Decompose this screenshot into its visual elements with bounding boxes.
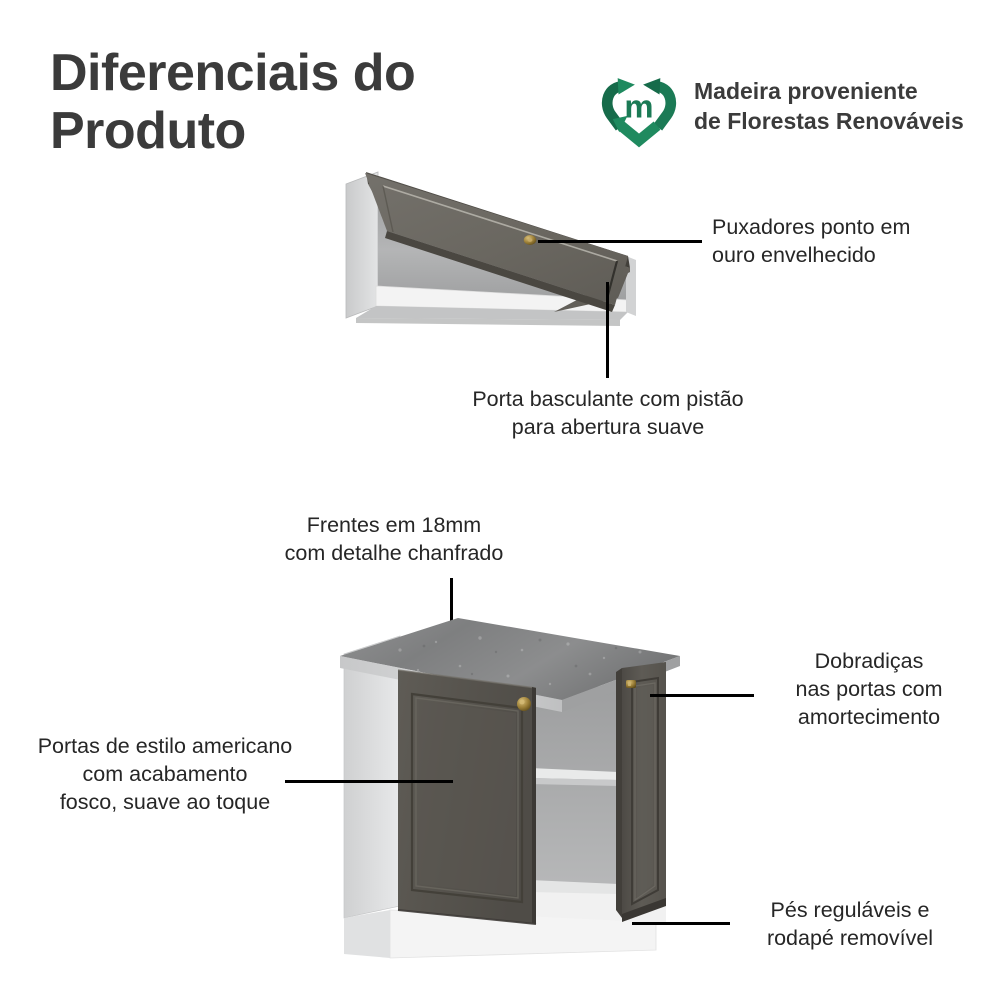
page-title-line-2: Produto xyxy=(50,102,246,161)
callout-hinges-line-1: Dobradiças xyxy=(814,649,924,673)
callout-hinges: Dobradiças nas portas com amortecimento xyxy=(756,648,982,732)
wall-cabinet-illustration xyxy=(340,160,700,340)
page-title: Diferenciais do Produto xyxy=(50,44,510,160)
callout-fronts-line-1: Frentes em 18mm xyxy=(306,513,482,537)
eco-certification-badge: m Madeira proveniente de Florestas Renov… xyxy=(598,58,988,154)
callout-feet-line-2: rodapé removível xyxy=(766,925,934,950)
callout-lift-door-line-1: Porta basculante com pistão xyxy=(472,387,744,411)
callout-handles-line-2: ouro envelhecido xyxy=(712,242,876,267)
leader-line-hinges xyxy=(650,694,754,697)
callout-feet: Pés reguláveis e rodapé removível xyxy=(728,897,972,953)
callout-lift-door: Porta basculante com pistão para abertur… xyxy=(430,386,786,442)
callout-feet-line-1: Pés reguláveis e xyxy=(770,898,930,922)
leader-line-lift-door xyxy=(606,282,609,378)
callout-fronts-line-2: com detalhe chanfrado xyxy=(284,540,504,565)
callout-doors-style-line-2: com acabamento xyxy=(82,761,248,786)
callout-hinges-line-3: amortecimento xyxy=(797,704,941,729)
callout-lift-door-line-2: para abertura suave xyxy=(511,414,705,439)
callout-doors-style-line-1: Portas de estilo americano xyxy=(37,734,293,758)
callout-fronts: Frentes em 18mm com detalhe chanfrado xyxy=(258,512,530,568)
eco-badge-text: Madeira proveniente de Florestas Renováv… xyxy=(694,76,964,137)
eco-badge-line-2: de Florestas Renováveis xyxy=(694,108,964,134)
callout-doors-style-line-3: fosco, suave ao toque xyxy=(59,789,271,814)
page-title-line-1: Diferenciais do xyxy=(50,44,416,102)
recycle-heart-icon: m xyxy=(598,65,680,148)
callout-doors-style: Portas de estilo americano com acabament… xyxy=(22,733,308,817)
leader-line-feet xyxy=(632,922,730,925)
leader-line-doors-style xyxy=(285,780,453,783)
cabinet-knob-icon-left xyxy=(517,697,531,711)
callout-hinges-line-2: nas portas com xyxy=(795,676,943,701)
callout-handles: Puxadores ponto em ouro envelhecido xyxy=(712,214,962,270)
leader-line-handles xyxy=(538,240,702,243)
eco-monogram: m xyxy=(624,87,653,124)
callout-handles-line-1: Puxadores ponto em xyxy=(712,215,911,239)
eco-badge-line-1: Madeira proveniente xyxy=(694,77,918,104)
base-cabinet-illustration xyxy=(340,618,686,963)
